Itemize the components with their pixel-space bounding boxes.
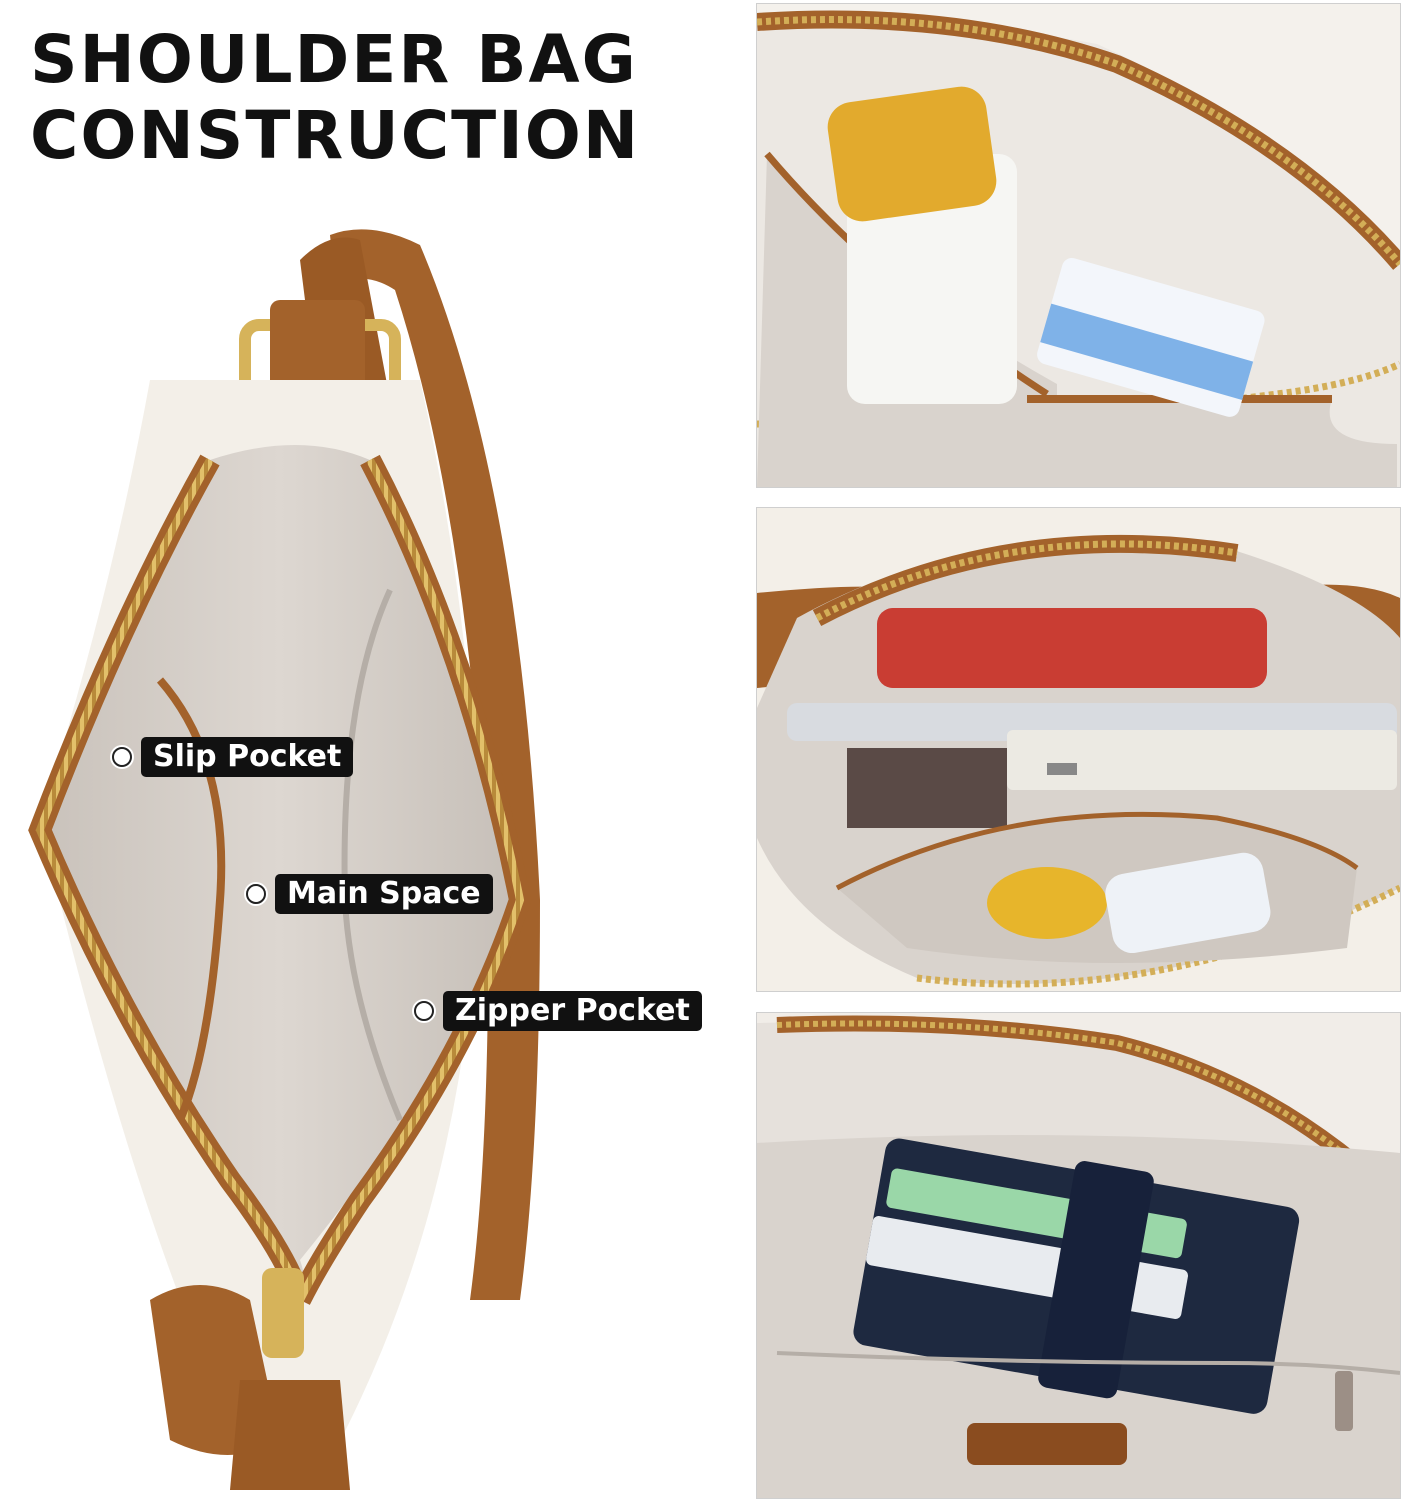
callout-label: Main Space xyxy=(275,874,493,914)
title-line-1: SHOULDER BAG xyxy=(30,21,638,98)
callout-label: Zipper Pocket xyxy=(443,991,702,1031)
callout-dot-icon xyxy=(246,884,266,904)
detail-panel-main-space xyxy=(756,507,1401,992)
callout-dot-icon xyxy=(112,747,132,767)
title-line-2: CONSTRUCTION xyxy=(30,97,641,174)
detail-panel-zipper-pocket xyxy=(756,1012,1401,1499)
callout-zipper-pocket: Zipper Pocket xyxy=(414,991,702,1031)
callout-main-space: Main Space xyxy=(246,874,493,914)
callout-dot-icon xyxy=(414,1001,434,1021)
page-title: SHOULDER BAG CONSTRUCTION xyxy=(30,22,640,174)
callout-label: Slip Pocket xyxy=(141,737,354,777)
callout-slip-pocket: Slip Pocket xyxy=(112,737,354,777)
detail-panel-slip-pocket xyxy=(756,3,1401,488)
bag-top-view-image xyxy=(28,229,540,1490)
